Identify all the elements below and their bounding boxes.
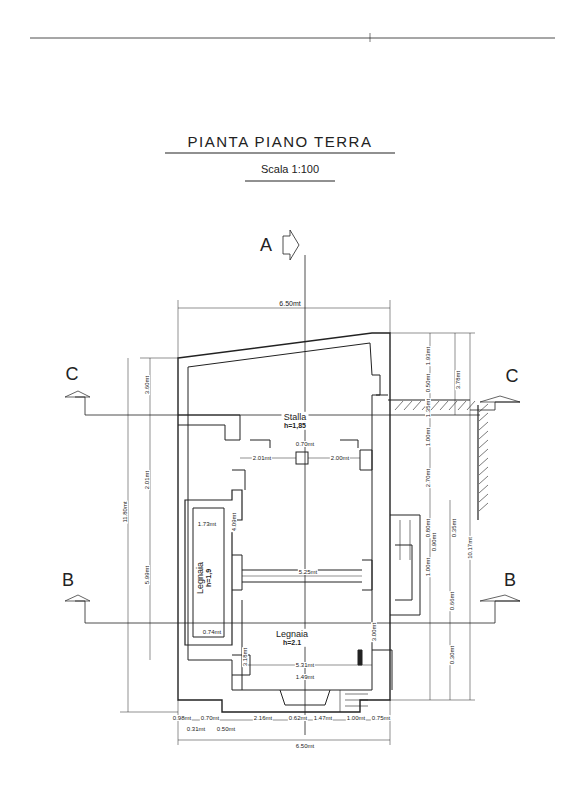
section-letter: B [61, 571, 75, 589]
room-height: h=1,9 [205, 560, 213, 597]
dimension-label: 1.00mt [425, 427, 431, 447]
dimension-label: 2.01mt [252, 455, 272, 461]
dimension-label: 1.73mt [197, 521, 217, 527]
room-height: h=1,85 [282, 422, 309, 430]
dimension-label: 0.75mt [371, 715, 391, 721]
dimension-label: 1.00mt [346, 715, 366, 721]
section-letter: A [259, 236, 273, 254]
dimension-label: 0.66mt [449, 591, 455, 611]
room-label: Legnaiah=1,9 [195, 560, 213, 597]
dimension-label: 3.18mt [242, 647, 248, 667]
dimension-label: 5.31mt [295, 662, 315, 668]
dimension-label: 0.74mt [202, 629, 222, 635]
dimension-label: 3.60mt [144, 375, 150, 395]
dimension-label: 3.78mt [455, 370, 461, 390]
dimension-label: 0.62mt [288, 715, 308, 721]
section-letter: C [505, 367, 520, 385]
dimension-label: 0.31mt [186, 726, 206, 732]
dimension-label: 2.00mt [330, 455, 350, 461]
dimension-label: 0.98mt [172, 715, 192, 721]
dimension-label: 5.99mt [144, 565, 150, 585]
room-name: Legnaia [195, 560, 205, 597]
dimension-label: 3.00mt [371, 622, 377, 642]
room-name: Stalla [282, 412, 309, 422]
dimension-label: 6.50mt [295, 743, 315, 749]
scale-note: Scala 1:100 [260, 164, 320, 175]
dimension-label: 0.70mt [295, 441, 315, 447]
dimension-label: 0.70mt [200, 715, 220, 721]
section-letter: B [503, 571, 517, 589]
plan-title: PIANTA PIANO TERRA [187, 134, 374, 149]
dimension-label: 0.35mt [451, 518, 457, 538]
dimension-label: 2.70mt [425, 468, 431, 488]
dimension-label: 2.01mt [144, 470, 150, 490]
dimension-label: 1.93mt [425, 346, 431, 366]
room-label: Stallah=1,85 [282, 412, 309, 430]
dimension-label: 0.90mt [431, 532, 437, 552]
dimension-label: 1.47mt [313, 715, 333, 721]
room-name: Legnaia [274, 629, 311, 639]
room-height: h=2.1 [274, 639, 311, 647]
dimension-label: 0.30mt [449, 645, 455, 665]
section-letter: C [65, 365, 80, 383]
dimension-label: 5.25mt [298, 569, 318, 575]
dimension-label: 1.00mt [425, 557, 431, 577]
dimension-label: 4.09mt [231, 512, 237, 532]
dimension-label: 0.50mt [425, 373, 431, 393]
room-label: Legnaiah=2.1 [274, 629, 311, 647]
dimension-label: 11.80mt [122, 500, 128, 523]
dimension-label: 2.16mt [253, 715, 273, 721]
dimension-label: 10.17mt [467, 536, 473, 560]
dimension-label: 1.49mt [295, 674, 315, 680]
dimension-label: 0.50mt [216, 726, 236, 732]
dimension-label: 6.50mt [278, 300, 301, 307]
dimension-label: 1.35mt [425, 398, 431, 418]
